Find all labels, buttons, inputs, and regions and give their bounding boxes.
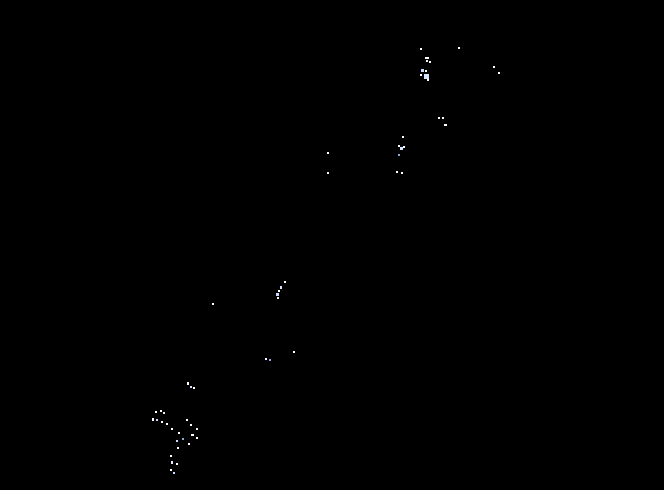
point-source <box>182 438 184 440</box>
point-source <box>402 136 404 138</box>
point-source <box>420 48 422 50</box>
point-source <box>425 57 429 59</box>
point-source <box>438 117 440 119</box>
point-source <box>458 47 460 49</box>
point-source <box>398 145 400 147</box>
point-source <box>196 437 198 439</box>
point-source <box>152 418 154 421</box>
point-source <box>191 434 194 436</box>
point-source <box>161 421 163 423</box>
point-source <box>186 419 188 421</box>
point-source <box>176 463 178 465</box>
point-source <box>401 172 403 174</box>
point-source <box>421 69 424 72</box>
point-source <box>170 455 172 457</box>
point-source <box>171 461 173 464</box>
point-source <box>396 171 398 173</box>
point-source <box>429 61 431 63</box>
point-source <box>269 359 271 361</box>
point-source <box>398 154 400 156</box>
point-source <box>212 303 214 305</box>
point-source <box>173 472 175 474</box>
point-source <box>277 297 279 299</box>
point-source <box>442 117 444 119</box>
point-source <box>276 293 279 296</box>
point-source <box>160 410 162 412</box>
point-source <box>190 386 192 388</box>
point-source <box>425 70 427 72</box>
point-source <box>265 358 267 360</box>
point-source <box>327 152 329 154</box>
point-source <box>170 469 172 471</box>
point-source <box>424 74 429 79</box>
point-source <box>155 411 157 413</box>
point-source <box>444 124 447 126</box>
point-source <box>493 66 495 68</box>
point-source <box>156 419 158 421</box>
point-source <box>427 79 429 81</box>
point-source <box>187 382 189 385</box>
point-source <box>193 387 195 389</box>
point-source <box>278 290 280 292</box>
point-source <box>400 147 403 150</box>
point-source <box>166 423 168 425</box>
point-source <box>188 443 190 445</box>
point-source <box>403 146 405 148</box>
point-source <box>426 60 428 62</box>
point-source <box>171 428 173 430</box>
point-source <box>327 172 329 174</box>
point-source <box>284 281 286 283</box>
point-source <box>196 428 198 430</box>
point-source <box>176 440 178 442</box>
point-source <box>280 286 282 289</box>
point-source <box>190 424 192 426</box>
point-source <box>420 74 422 76</box>
point-source <box>163 412 165 414</box>
point-source <box>178 432 180 434</box>
point-source <box>177 447 179 449</box>
point-source <box>293 351 295 353</box>
point-source <box>498 72 500 74</box>
